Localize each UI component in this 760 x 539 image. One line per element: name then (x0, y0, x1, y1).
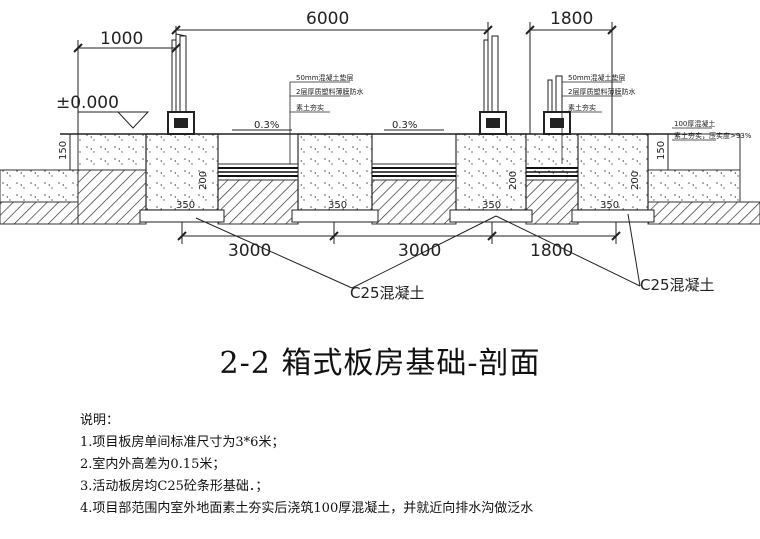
top-dimension-lines (73, 22, 617, 134)
height-label-4: 200 (630, 171, 641, 190)
dimension-bottom-mid: 3000 (398, 241, 441, 261)
width-label-1: 350 (176, 200, 195, 211)
elevation-marker (78, 111, 150, 129)
drawing-title: 2-2 箱式板房基础-剖面 (219, 346, 541, 381)
slope-label-right: 0.3% (392, 120, 417, 131)
width-label-2: 350 (328, 200, 347, 211)
wall-posts (167, 33, 571, 135)
dimension-bottom-right: 1800 (530, 241, 573, 261)
layer-label-left-3: 素土夯实 (296, 103, 324, 112)
outer-slab (0, 133, 741, 203)
notes-section: 说明： 1.项目板房单间标准尺寸为3*6米； 2.室内外高差为0.15米； 3.… (80, 410, 533, 520)
dimension-top-right: 1800 (550, 9, 593, 29)
concrete-callout-right: C25混凝土 (640, 276, 715, 294)
dimension-bottom-left: 3000 (228, 241, 271, 261)
notes-heading: 说明： (80, 413, 120, 428)
bottom-dimension-lines (177, 222, 621, 244)
width-label-4: 350 (600, 200, 619, 211)
slope-label-left: 0.3% (254, 120, 279, 131)
height-label-1: 150 (58, 141, 69, 160)
concrete-callout-left: C25混凝土 (350, 284, 425, 302)
strip-footings (139, 133, 655, 223)
layer-label-right-3: 素土夯实 (568, 103, 596, 112)
note-item-1: 1.项目板房单间标准尺寸为3*6米； (80, 435, 285, 450)
height-ticks (69, 134, 669, 170)
interior-layers (217, 133, 579, 181)
dimension-top-mid: 6000 (306, 9, 349, 29)
layer-label-right-2: 2层厚质塑料薄膜防水 (568, 87, 635, 96)
layer-leaders (289, 81, 716, 164)
note-item-4: 4.项目部范围内室外地面素土夯实后浇筑100厚混凝土，并就近向排水沟做泛水 (80, 501, 534, 516)
layer-label-left-1: 50mm混凝土垫层 (296, 73, 354, 82)
soil-hatch (0, 169, 760, 225)
note-item-2: 2.室内外高差为0.15米； (80, 457, 226, 472)
concrete-callout-leaders (195, 213, 641, 289)
height-label-5: 150 (656, 141, 667, 160)
layer-label-left-2: 2层厚质塑料薄膜防水 (296, 87, 363, 96)
elevation-label: ±0.000 (56, 93, 119, 113)
height-label-2: 200 (198, 171, 209, 190)
height-label-3: 200 (508, 171, 519, 190)
layer-label-right-1: 50mm混凝土垫层 (568, 73, 626, 82)
outer-label-2: 素土夯实，压实度>93% (674, 131, 752, 140)
width-label-3: 350 (482, 200, 501, 211)
dimension-top-left: 1000 (100, 29, 143, 49)
outer-label-1: 100厚混凝土 (674, 119, 715, 128)
foundation-section-drawing: ±0.000 1000 6000 1800 0.3% 0.3% 50mm混凝土垫… (0, 9, 760, 302)
note-item-3: 3.活动板房均C25砼条形基础．； (80, 479, 269, 494)
